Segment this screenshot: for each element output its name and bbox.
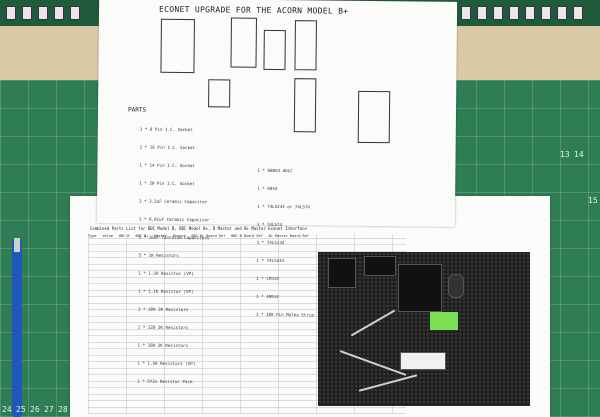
table-header: B+ Master Board Ref [268, 234, 309, 238]
switch [493, 6, 503, 20]
table-header-row: Type Value BBC B BBC B+ Master Econet BB… [88, 234, 406, 242]
pencil-tip [14, 238, 20, 252]
mat-number: 15 [588, 196, 598, 205]
schematic-title: ECONET UPGRADE FOR THE ACORN MODEL B+ [159, 4, 349, 16]
component-foam [318, 252, 530, 406]
parts-line: 1 * 20 Pin I.C. Socket [139, 180, 195, 187]
ic-outline [293, 78, 317, 133]
parts-line: 1 * 14 Pin I.C. Socket [139, 162, 195, 169]
resistor-lead [339, 350, 407, 376]
parts-list-left: 1 * 8 Pin I.C. Socket 1 * 16 Pin I.C. So… [137, 115, 211, 398]
parts-line: 1 * 16 Pin I.C. Socket [139, 144, 196, 151]
switch [573, 6, 583, 20]
ic-outline [263, 29, 286, 71]
transistor [448, 274, 464, 298]
switch [541, 6, 551, 20]
table-header: Econet [172, 234, 186, 238]
parts-line: 1 * 180 2K Resistors [137, 342, 189, 349]
mat-number: 14 [574, 150, 584, 159]
parts-table-title: Combined Parts List for BBC Model B, BBC… [90, 226, 307, 231]
ic-outline [208, 79, 231, 108]
parts-line: 1 * 74LS244 [256, 257, 285, 264]
circuit-board-right [455, 0, 600, 26]
parts-line: 1 * 68B54 ADLC [257, 167, 293, 174]
table-header: BBC B [118, 234, 130, 238]
parts-line: 1 * 1.1K Resistor (VP) [138, 288, 194, 295]
parts-line: 1 * 1.5K Resistors (VP) [137, 360, 196, 367]
parts-line: 1 * SY2x Resistor Pack [137, 378, 193, 385]
resistor-lead [358, 374, 418, 392]
parts-line: 1 * 74LS132 [256, 239, 285, 246]
switch [22, 6, 32, 20]
blue-pencil [12, 238, 22, 417]
terminal-block [430, 312, 458, 330]
parts-line: 1 * 100 2K Resistors [137, 306, 189, 313]
parts-line: 1 * 220 2K Resistors [137, 324, 189, 331]
parts-list-right: 1 * 68B54 ADLC 1 * 6854 1 * 74LS244 or 7… [256, 156, 316, 331]
resistor-lead [350, 309, 396, 337]
switch [54, 6, 64, 20]
ruler-number: 27 [44, 405, 54, 414]
table-header: BBC B+ Board Ref [191, 234, 226, 238]
ic-outline [160, 18, 195, 74]
switch [461, 6, 471, 20]
circuit-board-left [0, 0, 98, 26]
parts-line: 3 * 2.2uF Ceramic Capacitor [139, 198, 208, 205]
ruler-number: 24 [2, 405, 12, 414]
switch [6, 6, 16, 20]
table-header: Master [154, 234, 167, 238]
ic-chip [328, 258, 356, 288]
connector-outline [357, 90, 391, 144]
ic-chip [364, 256, 396, 276]
ic-outline [230, 17, 257, 68]
mat-ruler: 24 25 26 27 28 [0, 402, 600, 417]
parts-line: 2 * 10uF Tantalum Capacitors [138, 234, 210, 241]
table-header: BBC B+ [135, 234, 149, 238]
parts-line: 1 * 1N914 [256, 293, 279, 300]
ruler-number: 28 [58, 405, 68, 414]
parts-line: 1 * 8 Pin I.C. Socket [139, 126, 193, 133]
parts-line: 1 * 74LS74 [256, 221, 283, 228]
ic-socket [398, 264, 442, 312]
ic-chip-white [400, 352, 446, 370]
switch [477, 6, 487, 20]
table-header: Value [102, 234, 113, 238]
switch [557, 6, 567, 20]
parts-heading: PARTS [127, 106, 147, 114]
table-header: Type [88, 234, 97, 238]
schematic-sheet: ECONET UPGRADE FOR THE ACORN MODEL B+ PA… [96, 0, 458, 384]
parts-line: 1 * 1.5K Resistor (VP) [138, 270, 194, 277]
switch [70, 6, 80, 20]
ic-outline [294, 20, 317, 71]
ruler-number: 25 [16, 405, 26, 414]
table-header: BBC B Board Ref [231, 234, 263, 238]
parts-line: 1 * 180 Pin Molex Strip [255, 311, 314, 318]
parts-line: 1 * 6854 [257, 185, 278, 192]
mat-number: 13 [560, 150, 570, 159]
parts-line: 1 * 0.01uF Ceramic Capacitor [138, 216, 210, 223]
switch [509, 6, 519, 20]
parts-line: 5 * 1K Resistors [138, 252, 179, 258]
parts-line: 1 * LM319 [256, 275, 279, 282]
switch [38, 6, 48, 20]
parts-line: 1 * 74LS244 or 74LS74 [256, 203, 310, 210]
switch [525, 6, 535, 20]
ruler-number: 26 [30, 405, 40, 414]
